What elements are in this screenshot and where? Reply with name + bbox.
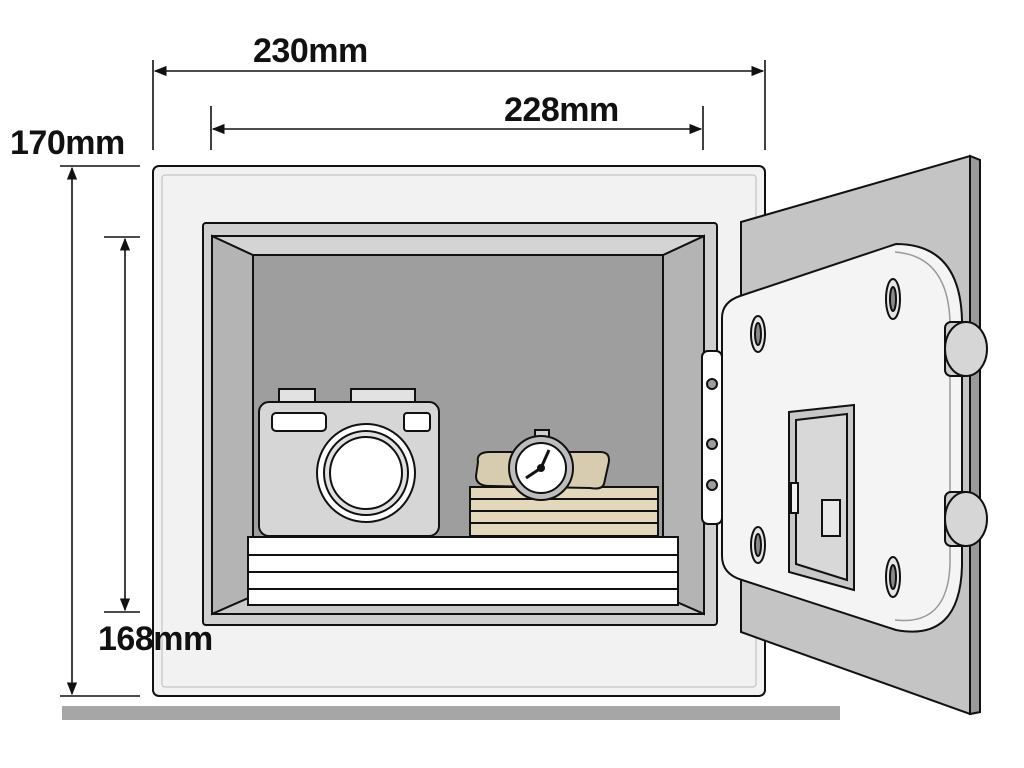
door-screws — [750, 278, 901, 598]
safe-body — [152, 165, 766, 697]
inner-width-label: 228mm — [504, 91, 619, 129]
outer-height-label: 170mm — [10, 124, 125, 162]
dimension-lines — [60, 60, 766, 697]
outer-width-label: 230mm — [253, 32, 368, 70]
camera-icon — [258, 388, 440, 537]
door-handle-icon — [944, 321, 988, 547]
book-icon — [469, 486, 659, 537]
floor-line — [62, 706, 840, 720]
inner-height-label: 168mm — [98, 620, 213, 658]
document-stack — [247, 536, 679, 606]
watch-icon — [474, 429, 610, 501]
lock-keypad-icon — [788, 403, 855, 592]
